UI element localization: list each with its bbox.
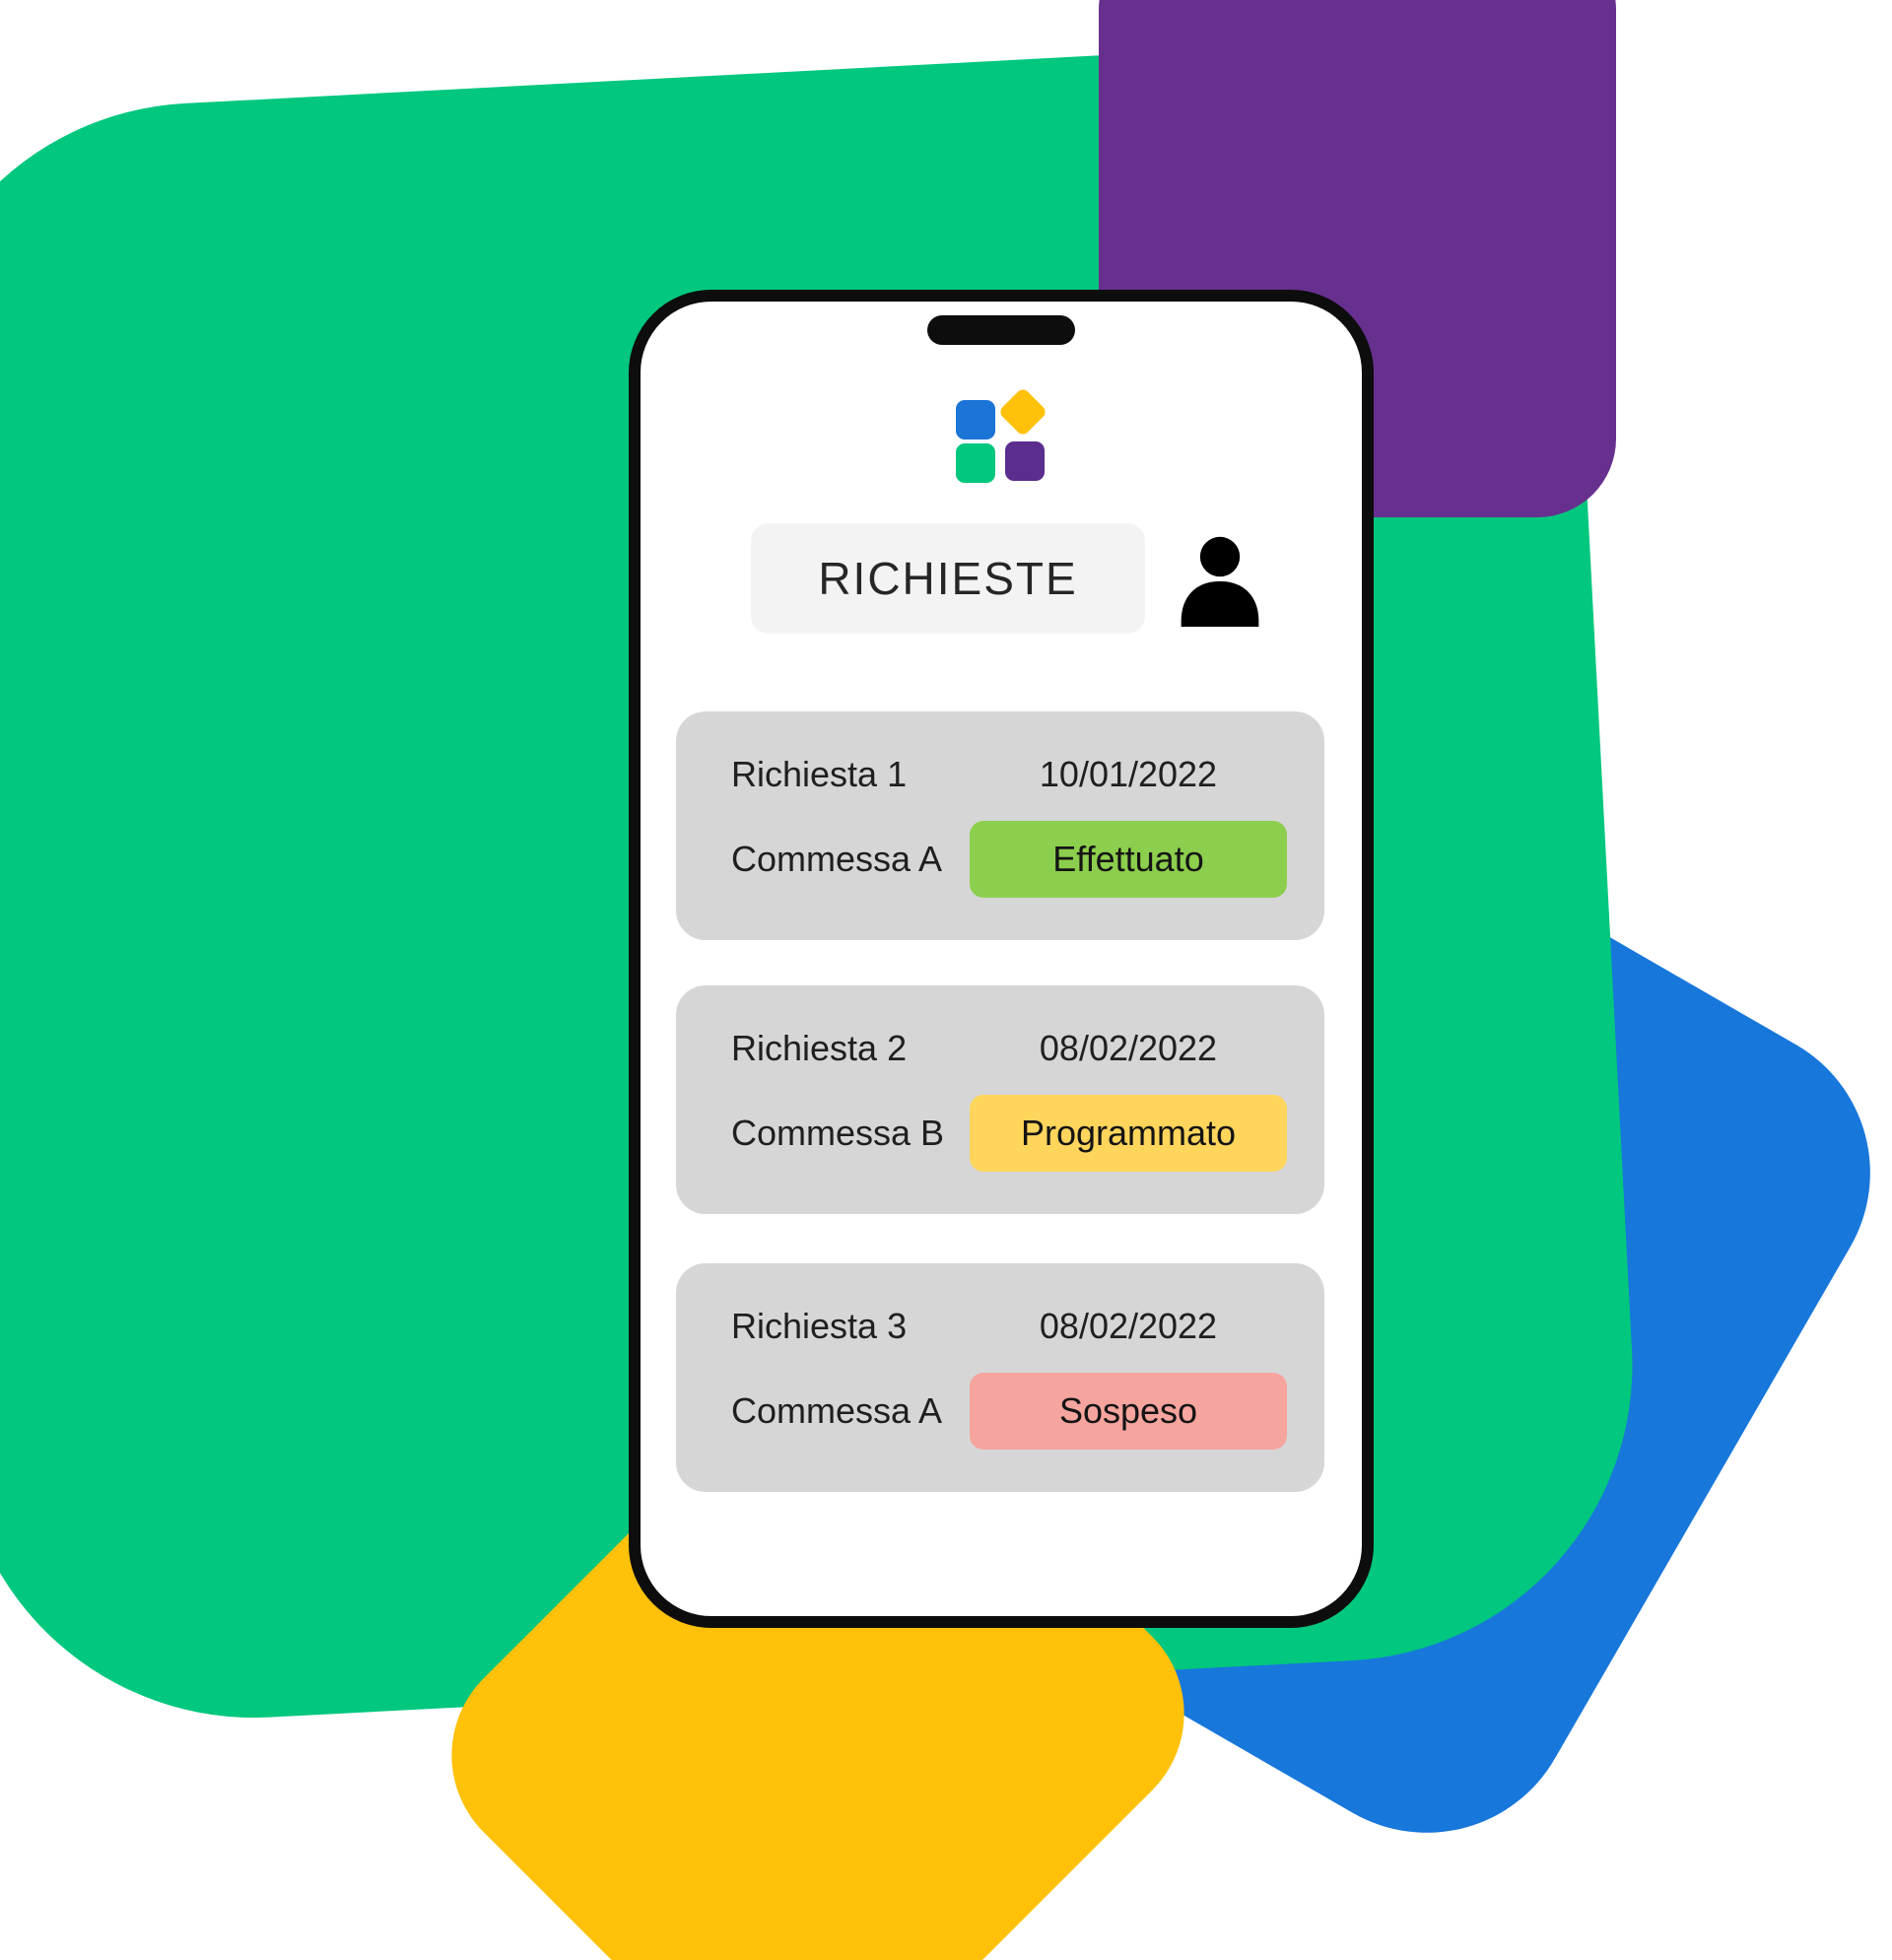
page-title: RICHIESTE <box>751 523 1145 634</box>
phone-frame: RICHIESTE Richiesta 1 10/01/2022 Commess… <box>629 290 1374 1628</box>
card-row-top: Richiesta 2 08/02/2022 <box>731 1028 1287 1069</box>
logo-blue-square-icon <box>956 400 995 439</box>
card-row-top: Richiesta 3 08/02/2022 <box>731 1306 1287 1347</box>
request-name: Richiesta 2 <box>731 1028 908 1068</box>
logo-purple-square-icon <box>1005 441 1045 481</box>
dynamic-island <box>927 315 1075 345</box>
profile-button[interactable] <box>1173 528 1267 631</box>
request-date: 08/02/2022 <box>1039 1028 1218 1068</box>
card-row-bottom: Commessa A Effettuato <box>731 821 1287 898</box>
logo-yellow-diamond-icon <box>997 386 1048 438</box>
request-project: Commessa A <box>731 1390 943 1431</box>
request-date: 10/01/2022 <box>1039 754 1218 794</box>
request-card[interactable]: Richiesta 2 08/02/2022 Commessa B Progra… <box>676 985 1324 1214</box>
person-icon <box>1173 536 1267 635</box>
request-name: Richiesta 3 <box>731 1306 908 1346</box>
app-logo <box>956 386 1048 483</box>
card-row-bottom: Commessa A Sospeso <box>731 1373 1287 1450</box>
status-badge: Programmato <box>970 1095 1287 1172</box>
card-row-bottom: Commessa B Programmato <box>731 1095 1287 1172</box>
logo-green-square-icon <box>956 443 995 483</box>
status-badge: Sospeso <box>970 1373 1287 1450</box>
request-date: 08/02/2022 <box>1039 1306 1218 1346</box>
request-project: Commessa B <box>731 1113 945 1153</box>
request-card[interactable]: Richiesta 3 08/02/2022 Commessa A Sospes… <box>676 1263 1324 1492</box>
page-title-label: RICHIESTE <box>818 553 1078 604</box>
request-project: Commessa A <box>731 839 943 879</box>
request-card[interactable]: Richiesta 1 10/01/2022 Commessa A Effett… <box>676 711 1324 940</box>
request-name: Richiesta 1 <box>731 754 908 794</box>
status-badge: Effettuato <box>970 821 1287 898</box>
card-row-top: Richiesta 1 10/01/2022 <box>731 754 1287 795</box>
